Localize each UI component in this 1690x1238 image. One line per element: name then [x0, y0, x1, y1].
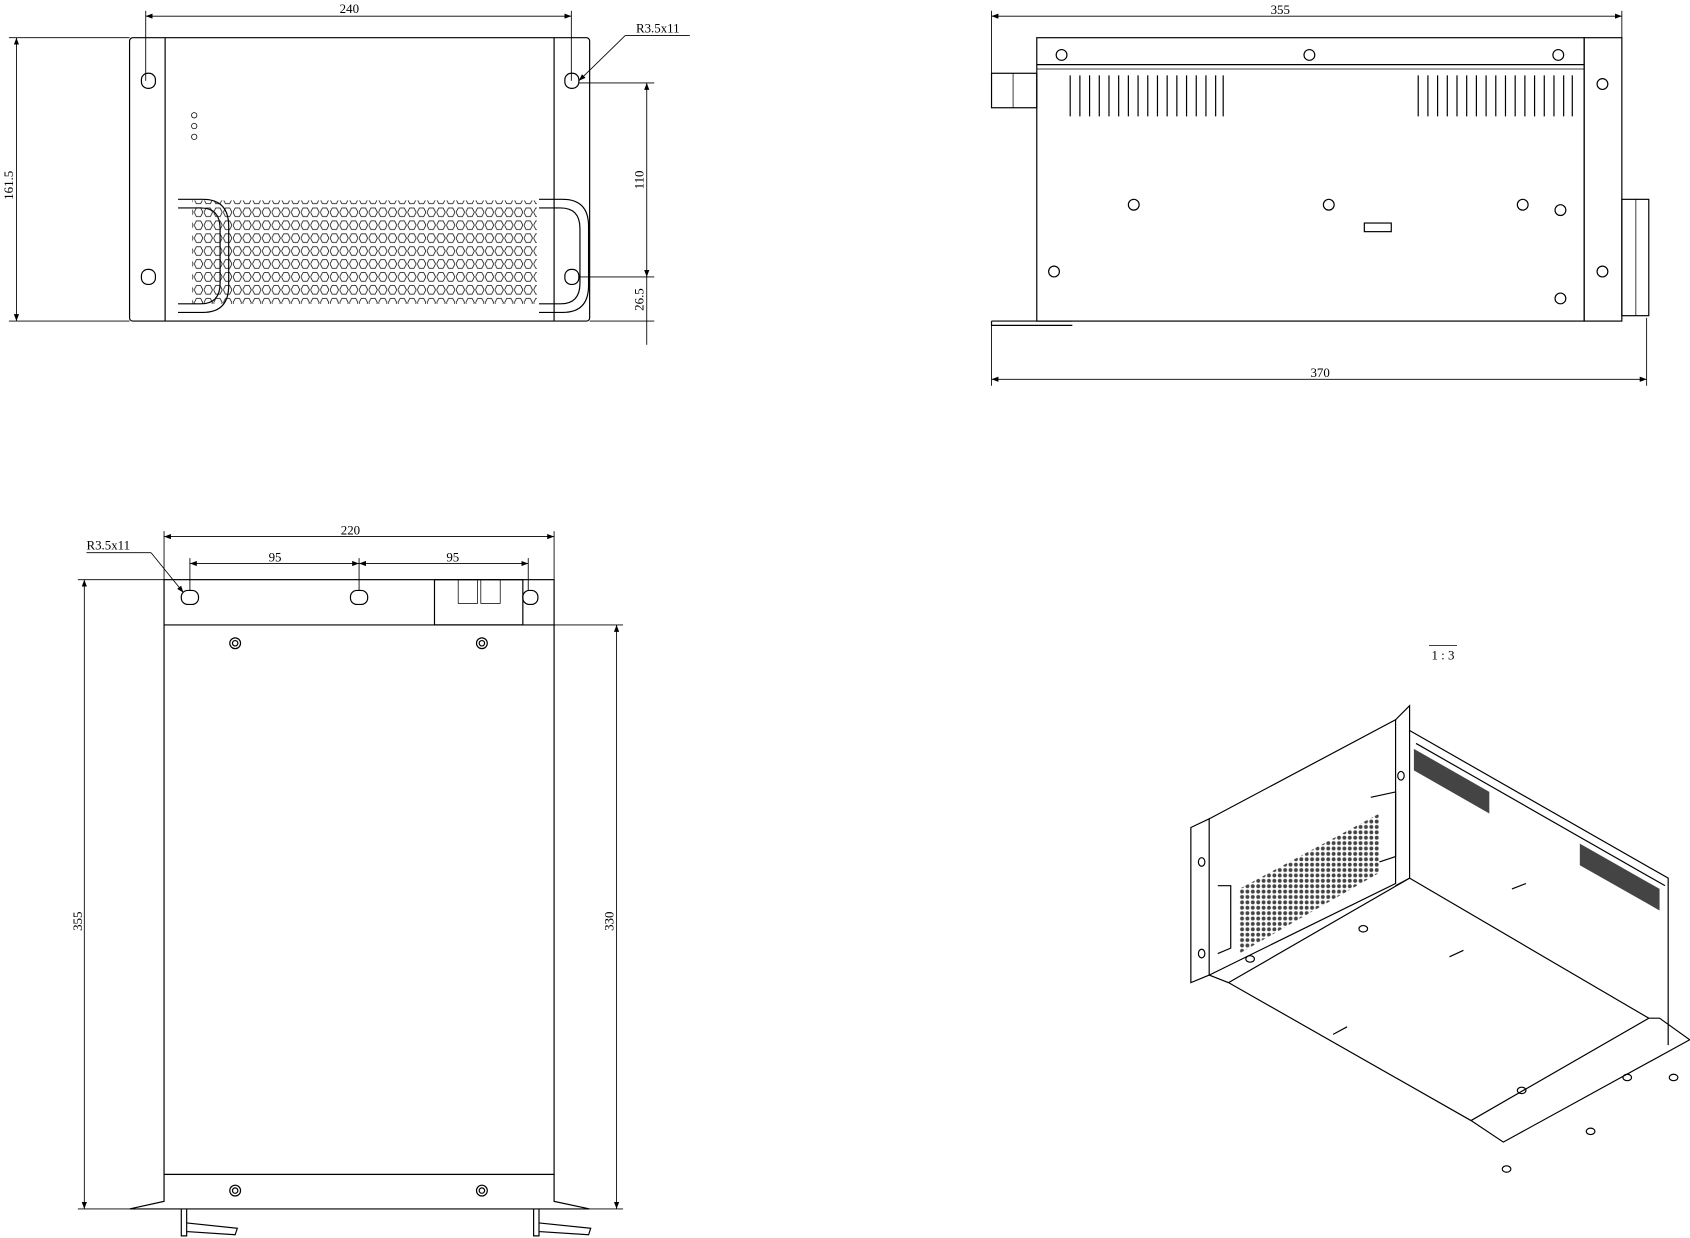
- dim-355-side: 355: [1271, 2, 1290, 17]
- dim-95-right: 95: [446, 549, 459, 564]
- dim-330: 330: [601, 912, 616, 931]
- dim-26-5: 26.5: [632, 288, 647, 311]
- left-handle: [178, 198, 230, 314]
- dim-95-left: 95: [269, 549, 282, 564]
- vent-slots-right: [1417, 75, 1573, 117]
- dim-161-5: 161.5: [1, 171, 16, 200]
- vent-slots-left: [1069, 75, 1224, 117]
- slot-label: R3.5x11: [636, 20, 680, 35]
- right-handle: [539, 198, 590, 314]
- dim-110: 110: [632, 170, 647, 189]
- top-view: 220 95 95 R3.5x11 355 330: [70, 522, 624, 1237]
- scale-label: 1 : 3: [1432, 647, 1455, 662]
- iso-vent-mesh: [1239, 813, 1380, 954]
- dim-240: 240: [340, 1, 359, 16]
- dim-220: 220: [341, 522, 360, 537]
- front-view: 240 161.5 110 26.5 R3.5x11: [1, 1, 690, 345]
- top-slot-label: R3.5x11: [86, 538, 130, 553]
- indicator-leds: [191, 112, 198, 140]
- iso-vents: [1413, 748, 1660, 911]
- top-screws: [229, 637, 488, 1197]
- dim-355-top: 355: [70, 912, 85, 931]
- dim-370: 370: [1310, 365, 1329, 380]
- screws: [1048, 48, 1609, 305]
- vent-mesh: [192, 200, 537, 304]
- side-view: 355 370: [990, 2, 1650, 386]
- top-slots: [180, 589, 539, 606]
- isometric-view: 1 : 3: [1190, 645, 1690, 1173]
